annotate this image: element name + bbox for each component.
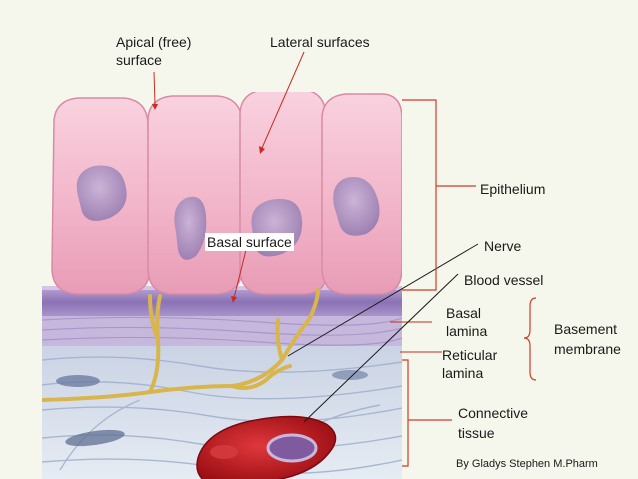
nerve-label: Nerve: [484, 237, 521, 255]
connective-tissue-label-line2: tissue: [458, 424, 495, 442]
blood-vessel-label: Blood vessel: [464, 271, 543, 289]
lateral-surfaces-label: Lateral surfaces: [270, 33, 370, 51]
apical-surface-label-line1: Apical (free): [116, 33, 191, 51]
reticular-lamina-label-line2: lamina: [442, 364, 483, 382]
apical-surface-label-line2: surface: [116, 51, 162, 69]
basal-lamina-label-line1: Basal: [446, 304, 481, 322]
fibroblast: [332, 370, 368, 380]
blood-cell: [268, 435, 316, 461]
epithelial-cell: [240, 90, 328, 294]
reticular-lamina: [42, 312, 402, 346]
connective-bracket: [402, 360, 408, 466]
fibroblast: [56, 375, 100, 387]
reticular-lamina-label-line1: Reticular: [442, 346, 497, 364]
apical-arrow: [154, 72, 155, 104]
basement-membrane-brace: [524, 298, 536, 380]
basal-surface-label: Basal surface: [205, 233, 294, 251]
basement-membrane-label-line2: membrane: [554, 340, 621, 358]
connective-tissue-label-line1: Connective: [458, 404, 528, 422]
basement-membrane-label-line1: Basement: [554, 320, 617, 338]
epithelial-cell: [148, 96, 242, 294]
epithelium-bracket: [402, 100, 436, 290]
red-blood-cell: [210, 445, 238, 459]
epithelium-label: Epithelium: [480, 180, 545, 198]
basal-lamina-label-line2: lamina: [446, 322, 487, 340]
author-credit: By Gladys Stephen M.Pharm: [456, 458, 598, 470]
